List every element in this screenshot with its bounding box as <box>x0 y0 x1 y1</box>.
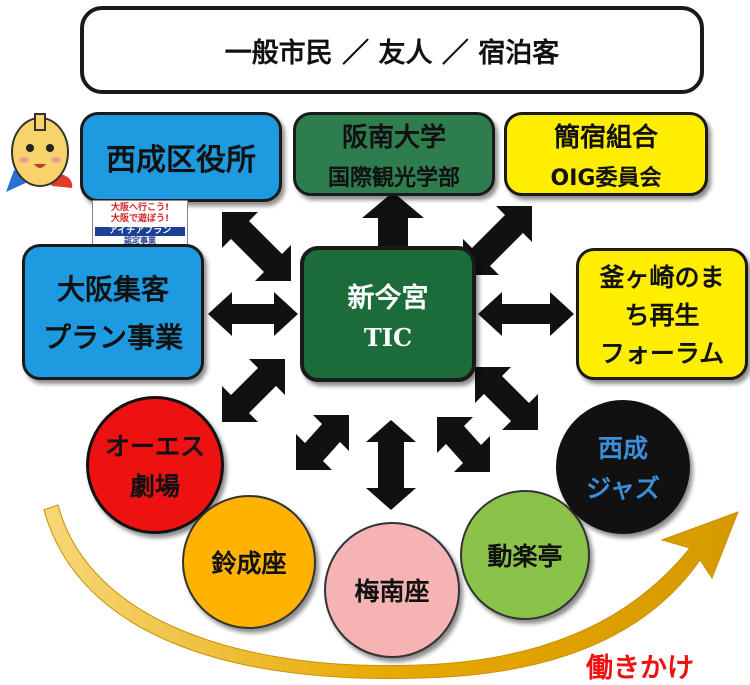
osaka-tourism-plan-line2: プラン事業 <box>42 321 183 354</box>
nishinari-ward-office-label: 西成区役所 <box>106 143 256 178</box>
tic-line2: TIC <box>363 323 413 352</box>
top-audience-box: 一般市民 ／ 友人 ／ 宿泊客 <box>80 6 704 94</box>
hannan-university-box: 阪南大学 国際観光学部 <box>293 112 495 196</box>
oes-theater-line2: 劇場 <box>129 472 180 501</box>
curved-work-arrow <box>43 504 739 680</box>
kamagasaki-forum-line1: 釜ヶ崎のま <box>599 263 725 292</box>
dorakutei-circle: 動楽亭 <box>460 490 590 620</box>
arrow-center-jazz <box>475 367 538 430</box>
badge-line2: 大阪で遊ぼう! <box>110 214 170 224</box>
hannan-university-line1: 阪南大学 <box>341 122 446 153</box>
osaka-tourism-plan-line1: 大阪集客 <box>56 273 169 306</box>
arrow-ward-center <box>222 212 291 281</box>
kanshuku-union-box: 簡宿組合 OIG委員会 <box>504 112 708 196</box>
nishinari-ward-office-box: 西成区役所 <box>80 112 282 202</box>
kamagasaki-forum-box: 釜ヶ崎のま ち再生 フォーラム <box>576 248 748 380</box>
outreach-label: 働きかけ <box>586 653 694 684</box>
kanshuku-union-line2: OIG委員会 <box>550 165 662 191</box>
umenan-za-label: 梅南座 <box>354 577 430 606</box>
nishinari-jazz-line2: ジャズ <box>586 474 660 503</box>
top-audience-label: 一般市民 ／ 友人 ／ 宿泊客 <box>224 37 560 69</box>
osaka-tourism-plan-box: 大阪集客 プラン事業 <box>22 244 204 380</box>
kamagasaki-forum-line2: ち再生 <box>624 301 700 330</box>
kanshuku-union-line1: 簡宿組合 <box>553 122 658 153</box>
tic-line1: 新今宮 <box>347 283 429 314</box>
umenan-za-circle: 梅南座 <box>324 522 460 658</box>
mascot-character-icon <box>2 108 80 204</box>
suzunari-za-circle: 鈴成座 <box>182 495 316 629</box>
arrow-plan-center <box>208 292 298 336</box>
kamagasaki-forum-line3: フォーラム <box>599 339 725 368</box>
arrow-center-oes <box>222 359 285 422</box>
arrow-kanshuku-center <box>463 206 532 275</box>
badge-line3: アイチアプラン <box>95 227 185 236</box>
shin-imamiya-tic-box: 新今宮 TIC <box>300 246 476 382</box>
dorakutei-label: 動楽亭 <box>487 542 563 571</box>
arrow-center-kamagasaki <box>478 292 574 336</box>
badge-line4: 認定事業 <box>124 236 156 245</box>
hannan-university-line2: 国際観光学部 <box>327 165 460 191</box>
oes-theater-line1: オーエス <box>104 432 205 461</box>
arrow-up-hannan <box>362 192 424 250</box>
arrow-center-suzunari <box>296 415 349 470</box>
nishinari-jazz-line1: 西成 <box>597 434 648 463</box>
arrow-center-dorakutei <box>437 417 490 472</box>
arrow-center-umenan <box>366 420 416 510</box>
badge-line1: 大阪へ行こう! <box>110 203 170 213</box>
oes-theater-circle: オーエス 劇場 <box>86 396 224 534</box>
arrow-group <box>208 192 574 510</box>
osaka-plan-badge: 大阪へ行こう! 大阪で遊ぼう! アイチアプラン 認定事業 <box>92 200 188 250</box>
suzunari-za-label: 鈴成座 <box>211 549 287 578</box>
nishinari-jazz-circle: 西成 ジャズ <box>556 400 690 534</box>
